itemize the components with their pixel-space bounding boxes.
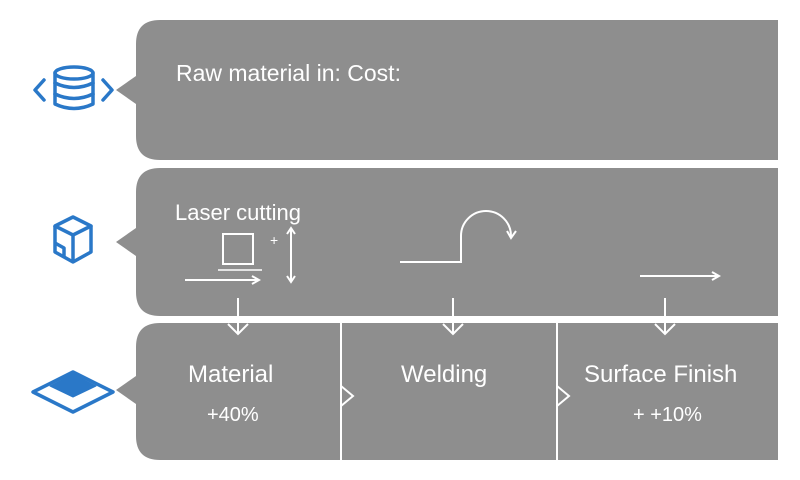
- row3-panel: [116, 323, 778, 460]
- laser-cutting-label: Laser cutting: [175, 200, 301, 225]
- surface-finish-value: + +10%: [633, 404, 702, 426]
- cube-icon: [53, 215, 93, 264]
- row1-panel: [116, 20, 778, 160]
- material-value: +40%: [207, 404, 259, 426]
- database-code-icon: [33, 65, 114, 111]
- row2-panel: [116, 168, 778, 316]
- material-title: Material: [188, 361, 274, 388]
- welding-title: Welding: [401, 361, 488, 388]
- row3-dividers: [340, 323, 571, 460]
- layer-plate-icon: [31, 370, 115, 414]
- laser-cut-sketch: [185, 226, 296, 285]
- raw-material-cost-label: Raw material in: Cost:: [176, 60, 401, 86]
- surface-finish-title: Surface Finish: [584, 361, 738, 388]
- weld-bend-sketch: [400, 210, 517, 263]
- finish-arrow-sketch: [640, 271, 722, 281]
- plus-sign: +: [270, 232, 279, 248]
- down-arrows: [227, 298, 676, 336]
